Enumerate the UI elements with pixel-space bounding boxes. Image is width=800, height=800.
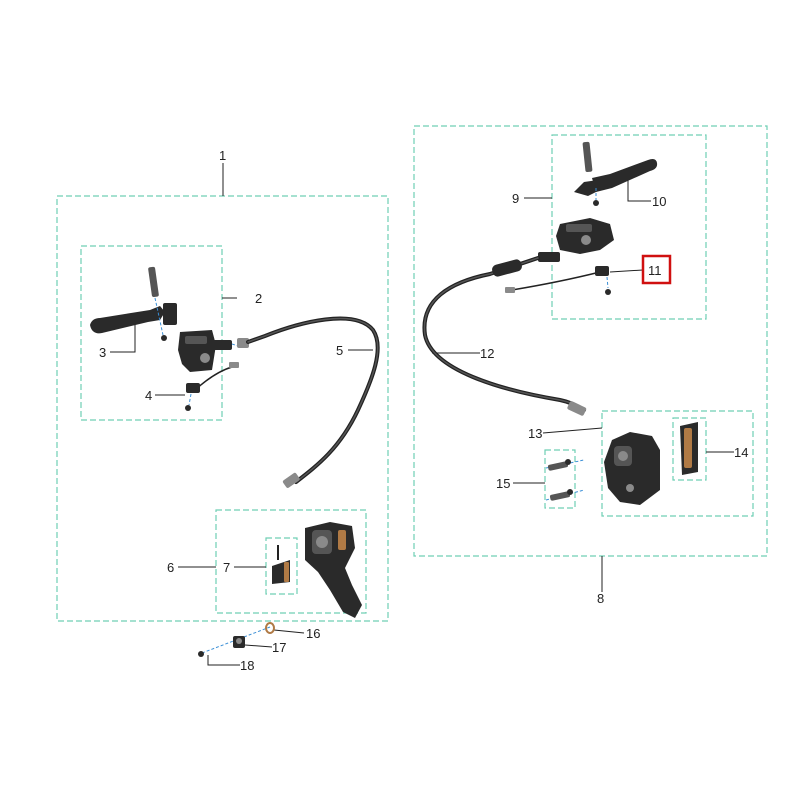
callout-11: 11 bbox=[648, 263, 662, 278]
rear-brake-pads bbox=[680, 422, 698, 475]
callout-1: 1 bbox=[219, 148, 226, 163]
callout-14: 14 bbox=[734, 445, 748, 460]
callout-9: 9 bbox=[512, 191, 519, 206]
callout-12: 12 bbox=[480, 346, 494, 361]
callout-2: 2 bbox=[255, 291, 262, 306]
front-brake-pads bbox=[272, 545, 290, 584]
group-box-master-cylinder-front bbox=[80, 245, 223, 421]
callout-15: 15 bbox=[496, 476, 510, 491]
rear-lever-assembly bbox=[574, 141, 658, 206]
group-box-pads-front bbox=[265, 537, 298, 595]
callout-8: 8 bbox=[597, 591, 604, 606]
callout-labels: 1 2 3 4 5 6 7 8 9 10 11 12 13 14 15 16 1… bbox=[99, 148, 748, 673]
rear-brake-hose bbox=[422, 256, 587, 416]
group-box-caliper-rear bbox=[601, 410, 754, 517]
group-box-master-cylinder-rear bbox=[551, 134, 707, 320]
rear-caliper bbox=[604, 432, 660, 505]
callout-16: 16 bbox=[306, 626, 320, 641]
group-box-caliper-front bbox=[215, 509, 367, 614]
leader-lines bbox=[110, 163, 734, 666]
front-brake-switch bbox=[185, 362, 239, 411]
front-master-cylinder bbox=[178, 330, 239, 372]
callout-10: 10 bbox=[652, 194, 666, 209]
lower-small-parts bbox=[198, 622, 275, 657]
rear-brake-switch bbox=[505, 266, 611, 295]
group-box-bolts bbox=[544, 449, 576, 509]
front-brake-hose bbox=[237, 316, 380, 488]
rear-caliper-bolts bbox=[545, 459, 585, 501]
callout-5: 5 bbox=[336, 343, 343, 358]
callout-4: 4 bbox=[145, 388, 152, 403]
group-box-pads-rear bbox=[672, 417, 707, 481]
callout-6: 6 bbox=[167, 560, 174, 575]
highlight-box-callout-11 bbox=[641, 254, 672, 285]
callout-18: 18 bbox=[240, 658, 254, 673]
front-caliper bbox=[305, 522, 362, 618]
callout-7: 7 bbox=[223, 560, 230, 575]
group-box-rear-brake bbox=[413, 125, 768, 557]
callout-17: 17 bbox=[272, 640, 286, 655]
front-lever-assembly bbox=[90, 266, 177, 341]
rear-master-cylinder bbox=[538, 218, 614, 262]
callout-3: 3 bbox=[99, 345, 106, 360]
callout-13: 13 bbox=[528, 426, 542, 441]
